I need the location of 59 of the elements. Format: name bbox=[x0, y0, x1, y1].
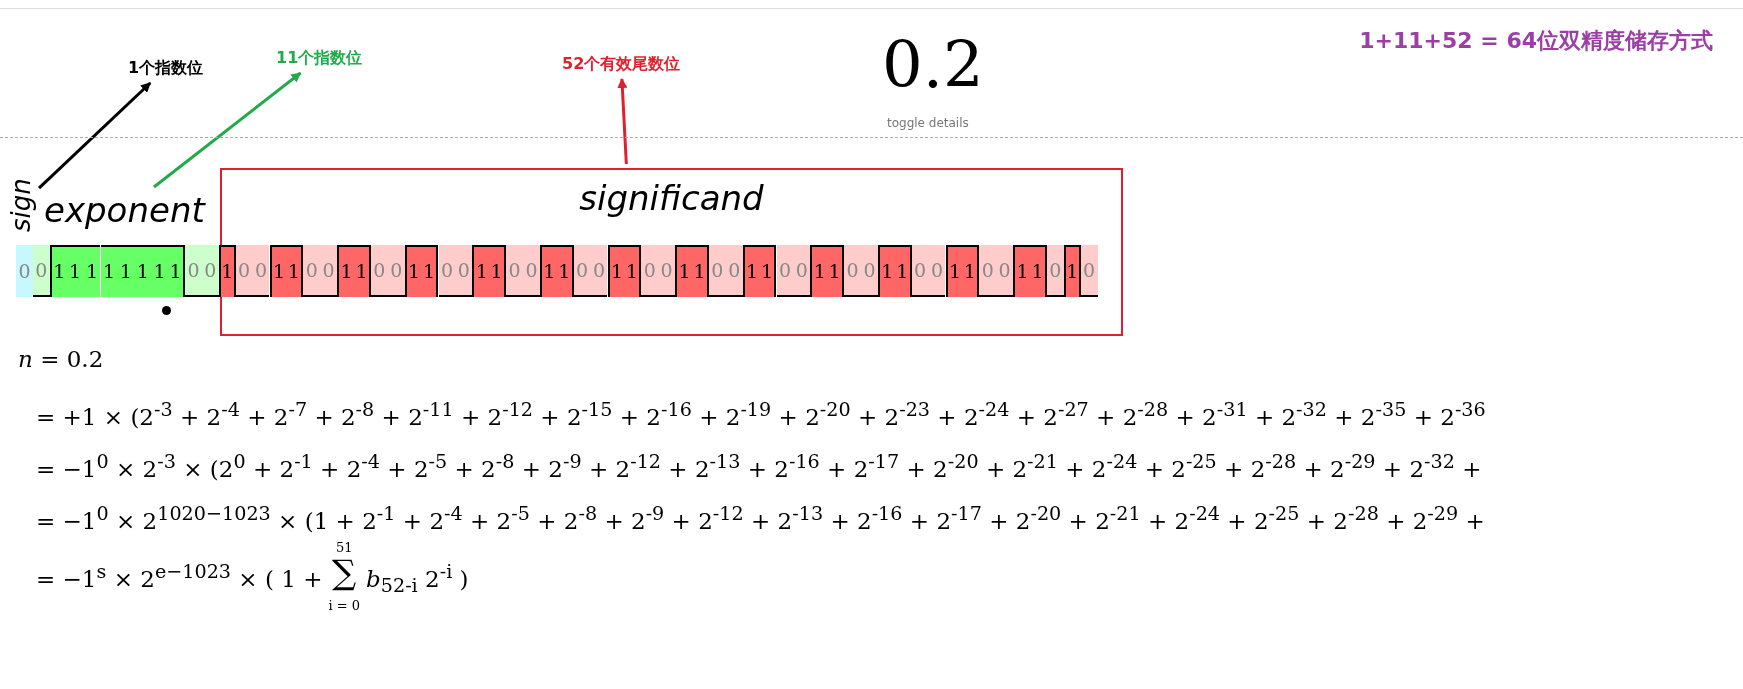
formula-text: b$_{52-i}$ 2$^{-i}$ ) bbox=[366, 560, 469, 598]
arrow bbox=[617, 78, 628, 165]
bit-cell: 1 bbox=[692, 245, 709, 297]
bit-cell: 1 bbox=[945, 245, 963, 297]
bit-cell: 0 bbox=[996, 245, 1014, 297]
bit-cell: 1 bbox=[134, 245, 152, 297]
formula-text: = −1$^{0}$ × 2$^{-3}$ × (2$^{0}$ + 2$^{-1}$ + 2$^{-4}$ + 2$^{-5}$ + 2$^{-8}$ + 2$^{-9}$ + 2$^{-12}$ + 2$^{-13}$ + 2$^{-16}$ + 2$^{-17}$ + 2$^{-20}$ + 2$^{-21}$ + 2$^{-24}$ + 2$^{-25}$ + 2$^{-28}$ + 2$^{-29}$ + 2$^{-32}$ + bbox=[36, 450, 1482, 482]
bit-cell: 1 bbox=[100, 245, 118, 297]
formula-text: = −1$^{s}$ × 2$^{e−1023}$ × ( 1 + bbox=[36, 560, 323, 592]
bit-cell: 0 bbox=[861, 245, 878, 297]
formula-text: n = 0.2 bbox=[18, 346, 104, 372]
bit-cell: 1 bbox=[1013, 245, 1030, 297]
formula-text: = +1 × (2$^{-3}$ + 2$^{-4}$ + 2$^{-7}$ + 2$^{-8}$ + 2$^{-11}$ + 2$^{-12}$ + 2$^{-15}$ + 2$^{-16}$ + 2$^{-19}$ + 2$^{-20}$ + 2$^{-23}$ + 2$^{-24}$ + 2$^{-27}$ + 2$^{-28}$ + 2$^{-31}$ + 2$^{-32}$ + 2$^{-35}$ + 2$^{-36}$ bbox=[36, 398, 1486, 430]
bit-cell: 0 bbox=[16, 245, 33, 297]
annotation-text: 1个指数位 bbox=[128, 58, 204, 79]
value-text: 0.2 bbox=[882, 28, 984, 102]
bit-cell: 1 bbox=[168, 245, 185, 297]
bit-cell: 0 bbox=[844, 245, 861, 297]
title-text: 1+11+52 = 64位双精度储存方式 bbox=[1359, 27, 1713, 55]
bit-cell: 1 bbox=[269, 245, 287, 297]
bit-cell: 1 bbox=[337, 245, 354, 297]
bit-cell: 0 bbox=[303, 245, 321, 297]
bit-cell: 0 bbox=[658, 245, 676, 297]
field-label: significand bbox=[578, 178, 765, 218]
field-label: sign bbox=[6, 178, 36, 232]
bit-cell: 0 bbox=[641, 245, 659, 297]
bit-cell: 0 bbox=[979, 245, 997, 297]
bit-cell: 1 bbox=[1030, 245, 1047, 297]
bit-cell: 0 bbox=[523, 245, 540, 297]
arrow bbox=[153, 71, 302, 189]
bit-cell: 1 bbox=[472, 245, 490, 297]
bit-cell: 0 bbox=[776, 245, 794, 297]
bit-cell: 0 bbox=[185, 245, 202, 297]
highlight-box bbox=[220, 168, 1123, 336]
field-label: exponent bbox=[44, 190, 205, 230]
sum-limit: 51 bbox=[335, 540, 353, 555]
arrow bbox=[37, 81, 152, 190]
bit-cell: 1 bbox=[151, 245, 169, 297]
bit-cell: 1 bbox=[354, 245, 371, 297]
sum-symbol: ∑ bbox=[332, 552, 357, 592]
bit-cell: 1 bbox=[827, 245, 845, 297]
bit-cell: 1 bbox=[607, 245, 625, 297]
bit-cell: 1 bbox=[489, 245, 507, 297]
link-text: toggle details bbox=[887, 116, 969, 130]
bit-cell: 0 bbox=[320, 245, 338, 297]
bit-cell: 1 bbox=[675, 245, 692, 297]
bit-cell: 0 bbox=[438, 245, 456, 297]
bit-cell: 1 bbox=[286, 245, 304, 297]
bit-cell: 0 bbox=[793, 245, 811, 297]
sum-limit: i = 0 bbox=[328, 598, 360, 613]
formula-text: = −1$^{0}$ × 2$^{1020−1023}$ × (1 + 2$^{-1}$ + 2$^{-4}$ + 2$^{-5}$ + 2$^{-8}$ + 2$^{-9}$ + 2$^{-12}$ + 2$^{-13}$ + 2$^{-16}$ + 2$^{-17}$ + 2$^{-20}$ + 2$^{-21}$ + 2$^{-24}$ + 2$^{-25}$ + 2$^{-28}$ + 2$^{-29}$ + bbox=[36, 502, 1485, 534]
annotation-text: 52个有效尾数位 bbox=[562, 54, 681, 75]
bit-cell: 1 bbox=[962, 245, 980, 297]
bit-cell: 1 bbox=[810, 245, 828, 297]
annotation-text: 11个指数位 bbox=[276, 48, 363, 69]
bit-cell: 0 bbox=[455, 245, 473, 297]
bit-cell: 1 bbox=[624, 245, 642, 297]
bit-cell: 1 bbox=[117, 245, 135, 297]
bit-cell: 0 bbox=[506, 245, 523, 297]
